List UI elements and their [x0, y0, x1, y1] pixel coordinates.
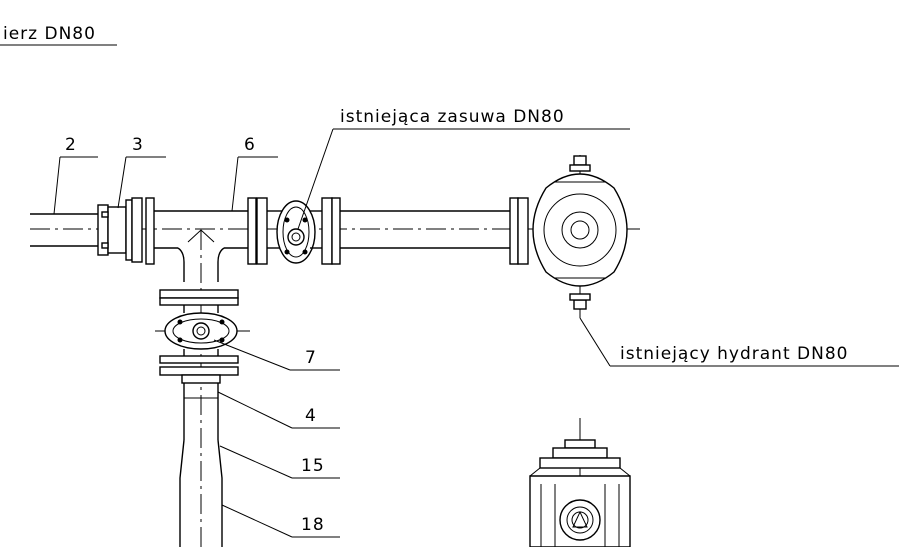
- existing-hydrant-plan: [532, 155, 628, 318]
- pipe-to-hydrant: [340, 197, 529, 265]
- header-label: ierz DN80: [3, 24, 96, 44]
- existing-hydrant-label: istniejący hydrant DN80: [620, 344, 848, 364]
- pos-2-label: 2: [65, 135, 77, 155]
- leader-pos-15: 15: [219, 445, 340, 479]
- pos-7-label: 7: [305, 348, 317, 368]
- pos-18-label: 18: [301, 515, 325, 535]
- inlet-pipe: [30, 213, 98, 247]
- flange-pair-left: [256, 197, 282, 265]
- flange-pair-right: [310, 197, 341, 265]
- branch-flanges-top: [159, 289, 239, 313]
- flange-adapter: [97, 197, 143, 263]
- branch-flanges-bottom: [159, 349, 239, 384]
- pos-15-label: 15: [301, 456, 325, 476]
- leader-pos-2: 2: [53, 135, 98, 215]
- pos-6-label: 6: [244, 135, 256, 155]
- header-label-group: ierz DN80: [0, 24, 117, 46]
- pos-4-label: 4: [305, 406, 317, 426]
- branch-gate-valve: [155, 312, 250, 350]
- leader-pos-18: 18: [221, 504, 340, 538]
- leader-existing-hydrant: istniejący hydrant DN80: [579, 317, 899, 367]
- leader-pos-7: 7: [213, 339, 340, 371]
- leader-pos-3: 3: [117, 135, 166, 209]
- existing-gate-valve: [276, 200, 316, 264]
- existing-valve-label: istniejąca zasuwa DN80: [340, 107, 565, 127]
- leader-pos-6: 6: [231, 135, 278, 212]
- pos-3-label: 3: [132, 135, 144, 155]
- leader-existing-valve: istniejąca zasuwa DN80: [297, 107, 630, 230]
- leader-pos-4: 4: [217, 391, 340, 429]
- existing-hydrant-elevation: [529, 418, 631, 547]
